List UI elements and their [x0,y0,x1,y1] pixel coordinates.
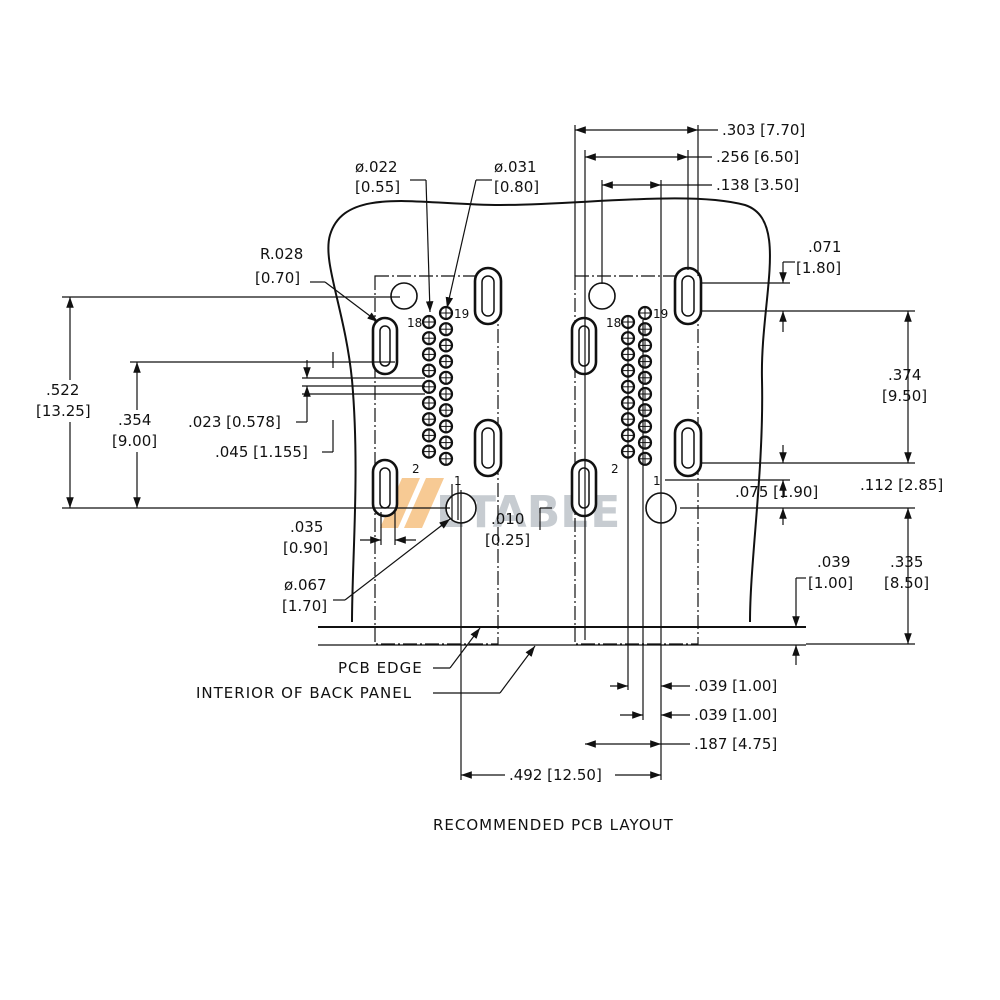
pin-label-1: 1 [653,474,661,488]
dim-071-mm: [1.80] [796,259,841,277]
dim-303: .303 [7.70] [722,121,805,139]
right-slot-top-right-inner [681,275,695,317]
right-slot-mid-right-inner [681,427,695,469]
back-panel-label: INTERIOR OF BACK PANEL [196,684,412,702]
dim-335: .335 [890,553,923,571]
pin-label-2: 2 [611,462,619,476]
dim-354: .354 [118,411,151,429]
bottom-dimensions: .039 [1.00] .039 [1.00] .187 [4.75] .492… [461,320,777,784]
left-slot-mid-right-inner [481,427,495,469]
left-connector: 18 19 2 1 [371,266,503,780]
edge-callouts: PCB EDGE INTERIOR OF BACK PANEL [196,627,536,702]
pin-label-19: 19 [454,307,469,321]
pin-label-1: 1 [454,474,462,488]
right-dimensions: .071 [1.80] .374 [9.50] .075 [1.90] .112… [665,238,943,665]
dim-039-b1: .039 [1.00] [694,677,777,695]
dim-dia-022: ø.022 [355,158,398,176]
left-dimensions: ø.022 [0.55] ø.031 [0.80] R.028 [0.70] .… [30,158,552,615]
top-dimensions: .303 [7.70] .256 [6.50] .138 [3.50] [574,121,805,640]
right-pin-array [620,305,653,466]
back-panel-outline [327,197,771,623]
dim-374-mm: [9.50] [882,387,927,405]
dim-335-mm: [8.50] [884,574,929,592]
dim-039-right: .039 [817,553,850,571]
left-pin-array [421,305,454,466]
left-connector-outline [374,275,499,645]
left-mounting-hole [390,282,418,310]
dim-187: .187 [4.75] [694,735,777,753]
dim-035: .035 [290,518,323,536]
dim-039-b2: .039 [1.00] [694,706,777,724]
dim-dia-031: ø.031 [494,158,537,176]
dim-075: .075 [1.90] [735,483,818,501]
left-slot-lower [371,458,399,518]
right-slot-lower [570,458,598,518]
dim-374: .374 [888,366,921,384]
dim-dia-067: ø.067 [284,576,327,594]
left-slot-top-right-inner [481,275,495,317]
dim-023: .023 [0.578] [188,413,281,431]
dim-522: .522 [46,381,79,399]
right-mounting-hole [588,282,616,310]
left-slot-upper-inner [379,325,391,367]
dim-522-mm: [13.25] [36,402,91,420]
dim-010: .010 [491,510,524,528]
pin-label-18: 18 [606,316,621,330]
dim-112: .112 [2.85] [860,476,943,494]
left-slot-upper [371,316,399,376]
right-slot-lower-inner [578,467,590,509]
right-slot-upper-inner [578,325,590,367]
dim-354-mm: [9.00] [112,432,157,450]
pcb-edge-label: PCB EDGE [338,659,423,677]
pin-label-19: 19 [653,307,668,321]
dim-045: .045 [1.155] [215,443,308,461]
dim-dia-067-mm: [1.70] [282,597,327,615]
dim-035-mm: [0.90] [283,539,328,557]
dim-492: .492 [12.50] [509,766,602,784]
dim-071: .071 [808,238,841,256]
pin-label-2: 2 [412,462,420,476]
right-slot-upper [570,316,598,376]
dim-r028-mm: [0.70] [255,269,300,287]
dim-256: .256 [6.50] [716,148,799,166]
pin-label-18: 18 [407,316,422,330]
dim-dia-031-mm: [0.80] [494,178,539,196]
dim-138: .138 [3.50] [716,176,799,194]
dim-r028: R.028 [260,245,303,263]
dim-dia-022-mm: [0.55] [355,178,400,196]
right-connector-outline [574,275,699,645]
watermark-logo [380,478,444,528]
dim-010-mm: [0.25] [485,531,530,549]
dim-039-right-mm: [1.00] [808,574,853,592]
drawing-caption: RECOMMENDED PCB LAYOUT [433,816,674,834]
